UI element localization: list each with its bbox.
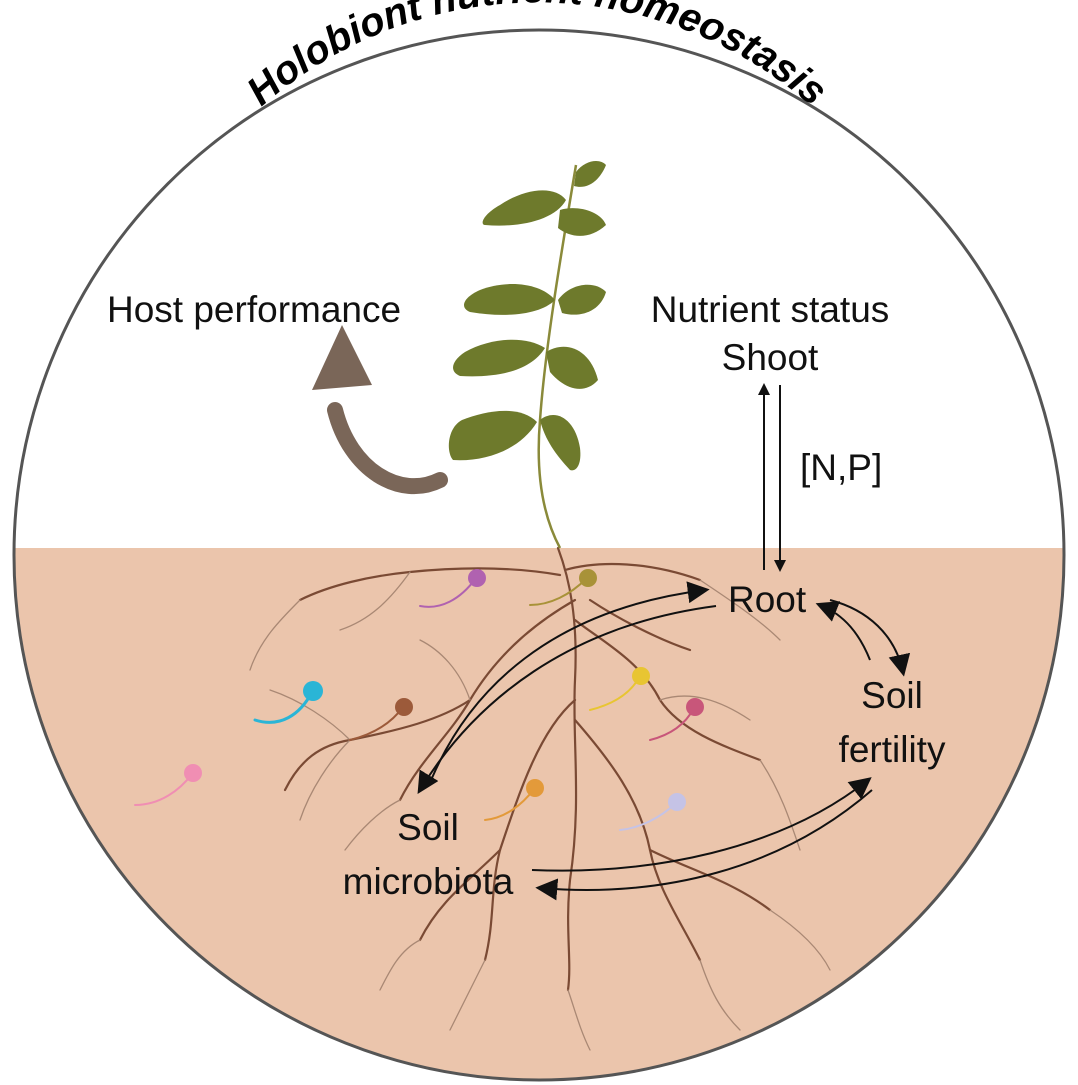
microbe-olive xyxy=(579,569,597,587)
root-label: Root xyxy=(728,579,807,620)
soil-fertility-label: Soil xyxy=(861,675,923,716)
microbiota-to-root-arrow xyxy=(431,581,710,779)
microbe-rose xyxy=(686,698,704,716)
leaf xyxy=(482,190,566,226)
leaf xyxy=(574,160,606,187)
soil-region xyxy=(14,548,1064,1080)
holobiont-boundary xyxy=(12,28,1066,1082)
leaf xyxy=(540,415,581,471)
microbe-orange xyxy=(526,779,544,797)
plant-stem xyxy=(537,164,578,549)
host-performance-label: Host performance xyxy=(107,289,401,330)
soil-microbiota-label-2: microbiota xyxy=(343,861,514,902)
root-to-fertility-arrow xyxy=(829,599,911,677)
fine-roots xyxy=(249,571,831,1051)
host-performance-arrow xyxy=(312,325,448,495)
nutrient-status-label: Nutrient status xyxy=(651,289,890,330)
soil-fertility-label-2: fertility xyxy=(839,729,946,770)
flow-arrows xyxy=(417,383,911,901)
fertility-to-microbiota-arrow xyxy=(535,789,873,901)
soil-microbiota-label: Soil xyxy=(397,807,459,848)
shoot-label: Shoot xyxy=(722,337,819,378)
np-label: [N,P] xyxy=(800,447,882,488)
microbes xyxy=(134,569,704,831)
root-to-microbiota-arrow xyxy=(417,605,717,795)
leaf xyxy=(453,339,545,377)
microbe-lavender xyxy=(668,793,686,811)
microbe-pink xyxy=(184,764,202,782)
fertility-to-root-arrow xyxy=(815,601,871,661)
leaf xyxy=(448,410,537,461)
microbe-brown xyxy=(395,698,413,716)
microbiota-to-fertility-arrow xyxy=(531,777,872,872)
leaf xyxy=(546,346,598,389)
root-system xyxy=(283,546,772,992)
microbe-purple xyxy=(468,569,486,587)
leaf xyxy=(558,284,606,315)
leaf xyxy=(558,208,606,236)
leaf xyxy=(464,284,555,315)
leaves xyxy=(448,160,606,471)
microbe-yellow xyxy=(632,667,650,685)
microbe-cyan xyxy=(303,681,323,701)
diagram-title: Holobiont nutrient homeostasis xyxy=(239,0,835,114)
